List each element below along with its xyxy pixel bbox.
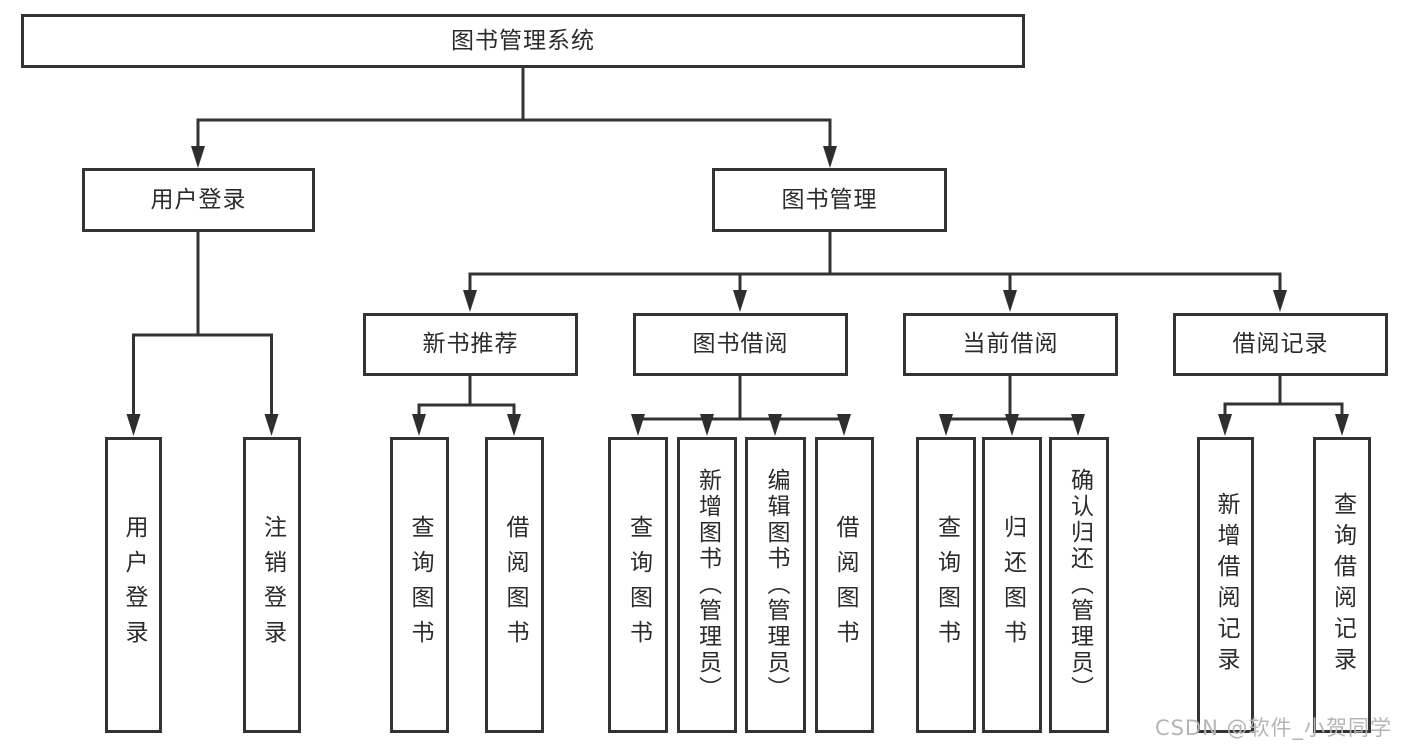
node-library-management-system: 图书管理系统 [21, 14, 1025, 68]
node-logout-leaf: 注销登录 [243, 437, 301, 733]
node-confirm-return-admin: 确认归还（管理员） [1049, 437, 1109, 733]
node-add-borrow-record: 新增借阅记录 [1197, 437, 1254, 733]
node-query-borrow-record: 查询借阅记录 [1313, 437, 1371, 733]
node-edit-books-admin: 编辑图书（管理员） [745, 437, 806, 733]
node-return-books: 归还图书 [982, 437, 1042, 733]
node-borrow-books-1: 借阅图书 [485, 437, 544, 733]
csdn-watermark: CSDN @软件_小贺同学 [1154, 716, 1392, 740]
node-new-book-recommend: 新书推荐 [363, 313, 578, 376]
node-query-books-3: 查询图书 [916, 437, 976, 733]
node-query-books-2: 查询图书 [608, 437, 668, 733]
node-book-management: 图书管理 [712, 168, 947, 232]
node-user-login: 用户登录 [82, 168, 315, 232]
node-query-books-1: 查询图书 [390, 437, 449, 733]
node-book-borrow: 图书借阅 [633, 313, 848, 376]
node-borrow-books-2: 借阅图书 [815, 437, 874, 733]
node-borrow-records: 借阅记录 [1173, 313, 1388, 376]
node-user-login-leaf: 用户登录 [105, 437, 162, 733]
node-add-books-admin: 新增图书（管理员） [677, 437, 737, 733]
node-current-borrow: 当前借阅 [903, 313, 1118, 376]
